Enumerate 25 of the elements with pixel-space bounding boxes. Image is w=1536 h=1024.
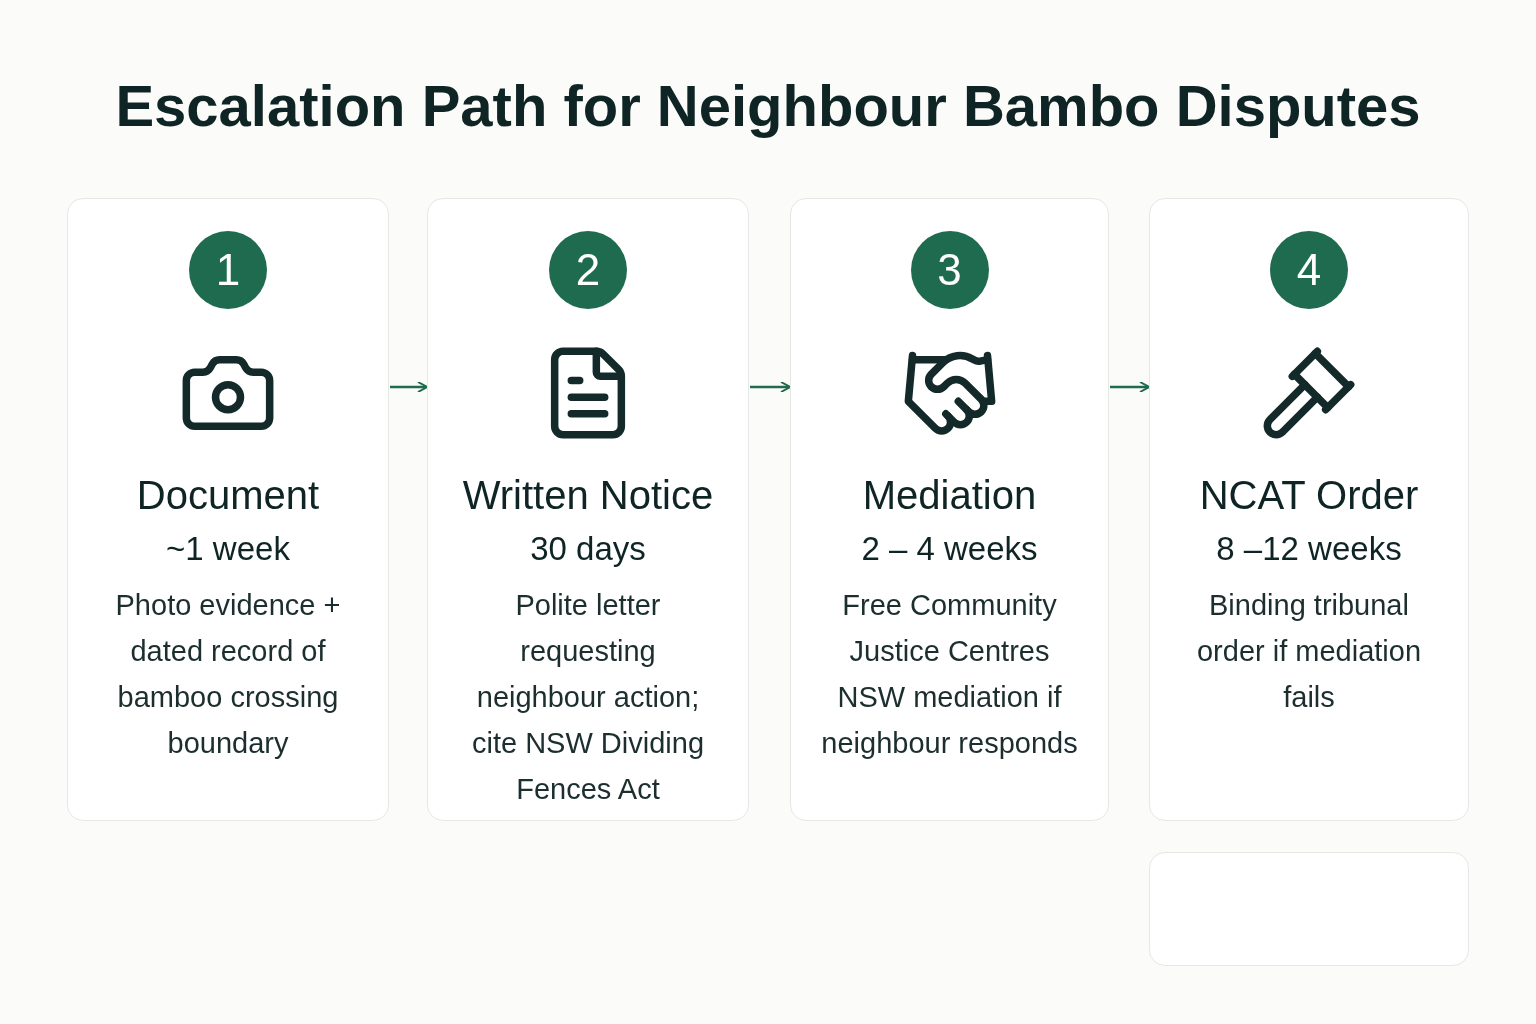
step-card [427, 198, 749, 821]
step-number: 4 [1270, 231, 1348, 309]
arrow [390, 381, 428, 393]
step-card [67, 198, 389, 821]
arrow [750, 381, 791, 393]
step-card [1149, 198, 1469, 821]
arrow [1110, 381, 1150, 393]
step-description: Binding tribunal order if mediation fails [1195, 588, 1423, 715]
step-heading: Written Notice [462, 473, 714, 518]
step-description: Photo evidence + dated record of bamboo crossing boundary [114, 588, 342, 761]
duration: 30 days [530, 530, 646, 568]
step-number: 2 [549, 231, 627, 309]
step-number: 3 [910, 231, 989, 309]
duration: 8 –12 weeks [1216, 530, 1402, 568]
duration: ~1 week [166, 530, 290, 568]
empty-card [1149, 852, 1469, 966]
step-description: Polite letter requesting neighbour action; cite NSW Dividing Fences Act [470, 588, 706, 807]
title: Escalation Path for Neighbour Bambo Disputes [114, 72, 1422, 139]
step-number: 1 [189, 231, 267, 309]
step-card [790, 198, 1109, 821]
step-description: Free Community Justice Centres NSW mediation if neighbour responds [820, 588, 1079, 761]
step-heading: Mediation [862, 473, 1037, 518]
duration: 2 – 4 weeks [861, 530, 1038, 568]
step-heading: Document [136, 473, 320, 518]
step-heading: NCAT Order [1199, 473, 1419, 518]
